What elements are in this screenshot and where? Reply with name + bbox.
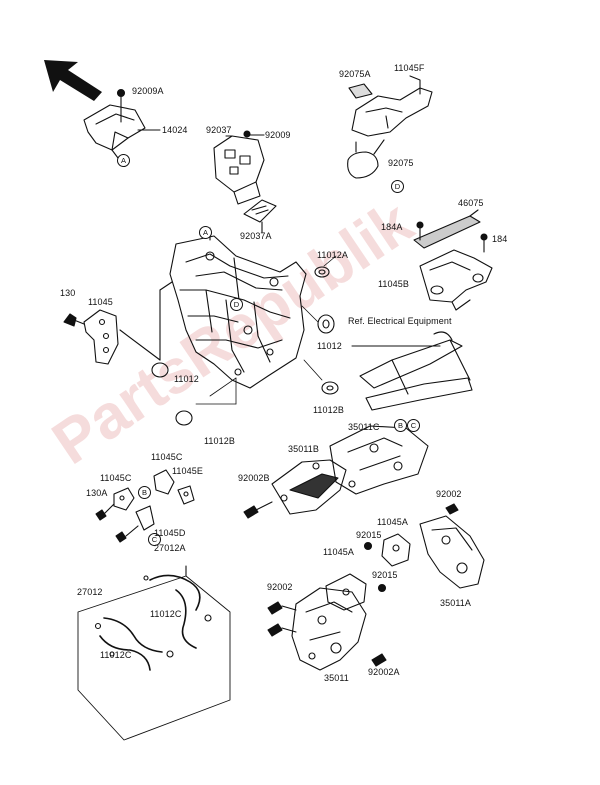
ref-circle-b-left: B xyxy=(138,486,151,499)
bracket-46075 xyxy=(413,209,488,253)
label-11012B-right: 11012B xyxy=(313,405,344,415)
label-92015-top: 92015 xyxy=(356,530,382,540)
label-92075A: 92075A xyxy=(339,69,371,79)
grommet-11012B-left xyxy=(175,410,193,426)
leader-lines xyxy=(195,255,337,405)
label-11045D: 11045D xyxy=(154,528,186,538)
label-11012-right: 11012 xyxy=(317,341,342,351)
grommet-11012-left xyxy=(151,362,169,378)
label-92002A: 92002A xyxy=(368,667,400,677)
rear-subframe xyxy=(351,331,473,411)
label-92009A: 92009A xyxy=(132,86,164,96)
label-35011A: 35011A xyxy=(440,598,471,608)
label-92002B: 92002B xyxy=(238,473,270,483)
bracket-11045A-right xyxy=(381,533,411,567)
label-92037: 92037 xyxy=(206,125,232,135)
label-35011B: 35011B xyxy=(288,444,319,454)
ref-circle-a-frame: A xyxy=(199,226,212,239)
label-184: 184 xyxy=(492,234,508,244)
bracket-11045 xyxy=(63,281,173,365)
label-11045A-right: 11045A xyxy=(377,517,408,527)
label-11045A-center: 11045A xyxy=(323,547,354,557)
label-11012C-left: 11012C xyxy=(100,650,132,660)
grommet-11012A xyxy=(314,266,330,278)
bolt-92002B xyxy=(243,501,273,519)
main-frame xyxy=(169,227,307,389)
label-92075: 92075 xyxy=(388,158,414,168)
label-11045B: 11045B xyxy=(378,279,409,289)
grommet-11012B-right xyxy=(321,381,339,395)
label-184A: 184A xyxy=(381,222,403,232)
label-130: 130 xyxy=(60,288,76,298)
label-130A: 130A xyxy=(86,488,108,498)
ref-circle-c-left: C xyxy=(148,533,161,546)
label-ref-electrical-equipment: Ref. Electrical Equipment xyxy=(348,316,452,326)
label-14024: 14024 xyxy=(162,125,188,135)
label-11045C-top: 11045C xyxy=(151,452,183,462)
bracket-11045B xyxy=(419,249,493,311)
arrow-up-left-icon xyxy=(44,60,102,101)
bracket-11045D xyxy=(115,505,155,543)
label-11045F: 11045F xyxy=(394,63,425,73)
harness-27012 xyxy=(77,565,231,741)
label-92002-right: 92002 xyxy=(436,489,462,499)
label-46075: 46075 xyxy=(458,198,484,208)
plate-92037A xyxy=(243,199,277,233)
plate-35011 xyxy=(267,587,387,671)
label-92015-bottom: 92015 xyxy=(372,570,398,580)
plate-35011A xyxy=(419,503,485,589)
label-92002-center: 92002 xyxy=(267,582,293,592)
ref-circle-a-top: A xyxy=(117,154,130,167)
ref-circle-d-frame: D xyxy=(230,298,243,311)
bracket-11045E xyxy=(153,469,195,505)
plate-35011B xyxy=(271,459,347,515)
nut-92015 xyxy=(363,541,387,593)
label-11045C-left: 11045C xyxy=(100,473,132,483)
bracket-92037 xyxy=(213,130,265,205)
label-11012B-left: 11012B xyxy=(204,436,235,446)
bracket-11045C xyxy=(95,487,135,521)
label-11012C-right: 11012C xyxy=(150,609,182,619)
label-27012: 27012 xyxy=(77,587,103,597)
label-11045E: 11045E xyxy=(172,466,203,476)
grommet-11012-right xyxy=(317,314,335,334)
ref-circle-c-rear: C xyxy=(407,419,420,432)
ref-circle-b-rear: B xyxy=(394,419,407,432)
label-11012-left: 11012 xyxy=(174,374,199,384)
label-11045: 11045 xyxy=(88,297,113,307)
cover-14024 xyxy=(83,88,161,159)
label-35011: 35011 xyxy=(324,673,349,683)
label-92037A: 92037A xyxy=(240,231,272,241)
label-92009: 92009 xyxy=(265,130,291,140)
label-27012A: 27012A xyxy=(154,543,186,553)
plate-35011C xyxy=(329,425,429,495)
label-35011C: 35011C xyxy=(348,422,380,432)
ref-circle-d-top: D xyxy=(391,180,404,193)
label-11012A: 11012A xyxy=(317,250,348,260)
bracket-11045F xyxy=(347,75,433,179)
